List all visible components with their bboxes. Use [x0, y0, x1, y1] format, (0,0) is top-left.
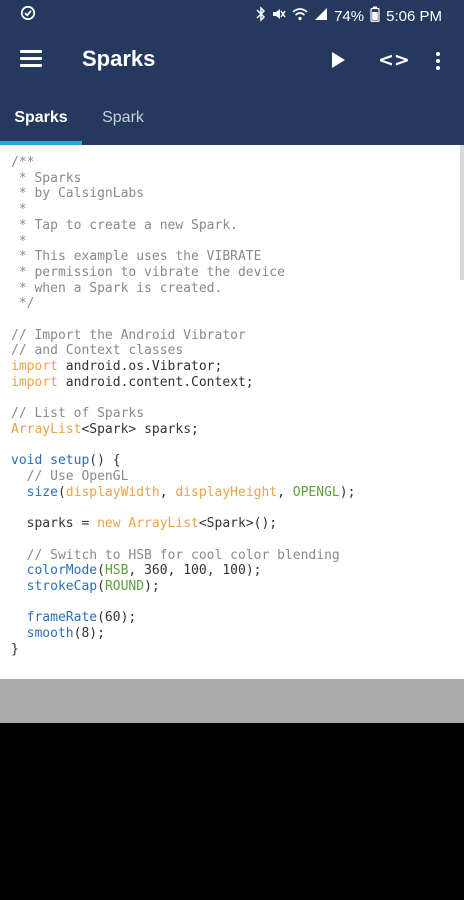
code-token: android.content.Context;: [57, 374, 254, 390]
code-token: (60);: [97, 610, 137, 626]
signal-icon: [314, 7, 328, 25]
code-token: import: [11, 374, 58, 390]
code-token: frameRate: [26, 610, 98, 626]
code-line: // Use OpenGL: [11, 469, 129, 485]
code-token: displayHeight: [175, 484, 278, 500]
code-icon[interactable]: <>: [378, 49, 410, 71]
code-token: void: [11, 453, 43, 469]
code-token: displayWidth: [65, 484, 160, 500]
play-icon[interactable]: [328, 46, 350, 74]
code-token: [11, 626, 27, 641]
code-line: // Import the Android Vibrator: [11, 327, 246, 343]
status-icons: 74% 5:06 PM: [256, 6, 442, 26]
code-line: * by CalsignLabs: [11, 186, 145, 202]
tab-indicator: [0, 141, 82, 145]
code-token: ,: [159, 484, 176, 500]
code-token: strokeCap: [26, 578, 98, 594]
code-token: );: [339, 484, 356, 500]
code-token: ,: [277, 484, 293, 500]
code-token: sparks =: [11, 516, 98, 532]
code-line: /**: [11, 155, 35, 170]
code-token: android.os.Vibrator;: [57, 359, 223, 375]
code-token: ROUND: [104, 578, 145, 594]
code-token: [11, 485, 27, 500]
scrollbar[interactable]: [460, 145, 464, 280]
code-line: *: [11, 233, 27, 249]
code-token: <Spark>();: [198, 516, 278, 532]
code-token: () {: [89, 453, 121, 469]
code-token: ArrayList: [11, 421, 82, 437]
menu-icon[interactable]: [20, 48, 44, 72]
wifi-icon: [292, 7, 308, 25]
tab-spark[interactable]: Spark: [102, 109, 144, 126]
code-line: }: [11, 641, 19, 657]
tab-bar: Sparks Spark: [0, 90, 464, 145]
code-token: OPENGL: [292, 484, 340, 500]
code-line: */: [11, 296, 35, 312]
clock: 5:06 PM: [386, 7, 442, 25]
code-token: , 360, 100, 100);: [128, 563, 262, 579]
tab-sparks[interactable]: Sparks: [14, 109, 68, 126]
check-circle-icon: [20, 5, 36, 25]
code-token: [42, 453, 50, 468]
code-token: (: [57, 484, 66, 500]
sketch-divider[interactable]: [0, 679, 464, 723]
code-token: (: [97, 578, 105, 594]
app-title: Sparks: [82, 46, 156, 71]
code-line: * permission to vibrate the device: [11, 264, 285, 280]
code-line: // Switch to HSB for cool color blending: [11, 547, 340, 563]
code-token: size: [26, 484, 58, 500]
code-line: * Tap to create a new Spark.: [11, 217, 238, 233]
battery-icon: [370, 6, 380, 26]
code-line: *: [11, 202, 27, 218]
code-line: * This example uses the VIBRATE: [11, 249, 262, 265]
code-token: (: [97, 563, 105, 579]
code-line: * Sparks: [11, 170, 82, 186]
code-token: (8);: [73, 626, 105, 642]
code-token: <Spark> sparks;: [81, 421, 199, 437]
sketch-canvas[interactable]: [0, 723, 464, 900]
mute-icon: [272, 7, 286, 25]
bluetooth-icon: [256, 6, 266, 26]
code-token: smooth: [26, 626, 74, 642]
code-token: HSB: [104, 563, 129, 579]
code-token: );: [144, 578, 160, 594]
code-token: import: [11, 359, 58, 375]
app-bar: Sparks <>: [0, 30, 464, 90]
code-line: // and Context classes: [11, 343, 184, 359]
code-token: [11, 579, 27, 594]
code-text[interactable]: /** * Sparks * by CalsignLabs * * Tap to…: [0, 145, 464, 658]
code-token: [11, 610, 27, 625]
code-editor[interactable]: /** * Sparks * by CalsignLabs * * Tap to…: [0, 145, 464, 679]
code-line: * when a Spark is created.: [11, 280, 223, 296]
code-token: new: [97, 516, 121, 532]
code-token: setup: [50, 453, 90, 469]
status-bar: 74% 5:06 PM: [0, 0, 464, 30]
code-line: // List of Sparks: [11, 406, 145, 422]
code-token: colorMode: [26, 563, 98, 579]
code-token: ArrayList: [128, 516, 199, 532]
code-token: [11, 563, 27, 578]
more-icon[interactable]: [428, 46, 448, 74]
battery-text: 74%: [334, 7, 365, 25]
